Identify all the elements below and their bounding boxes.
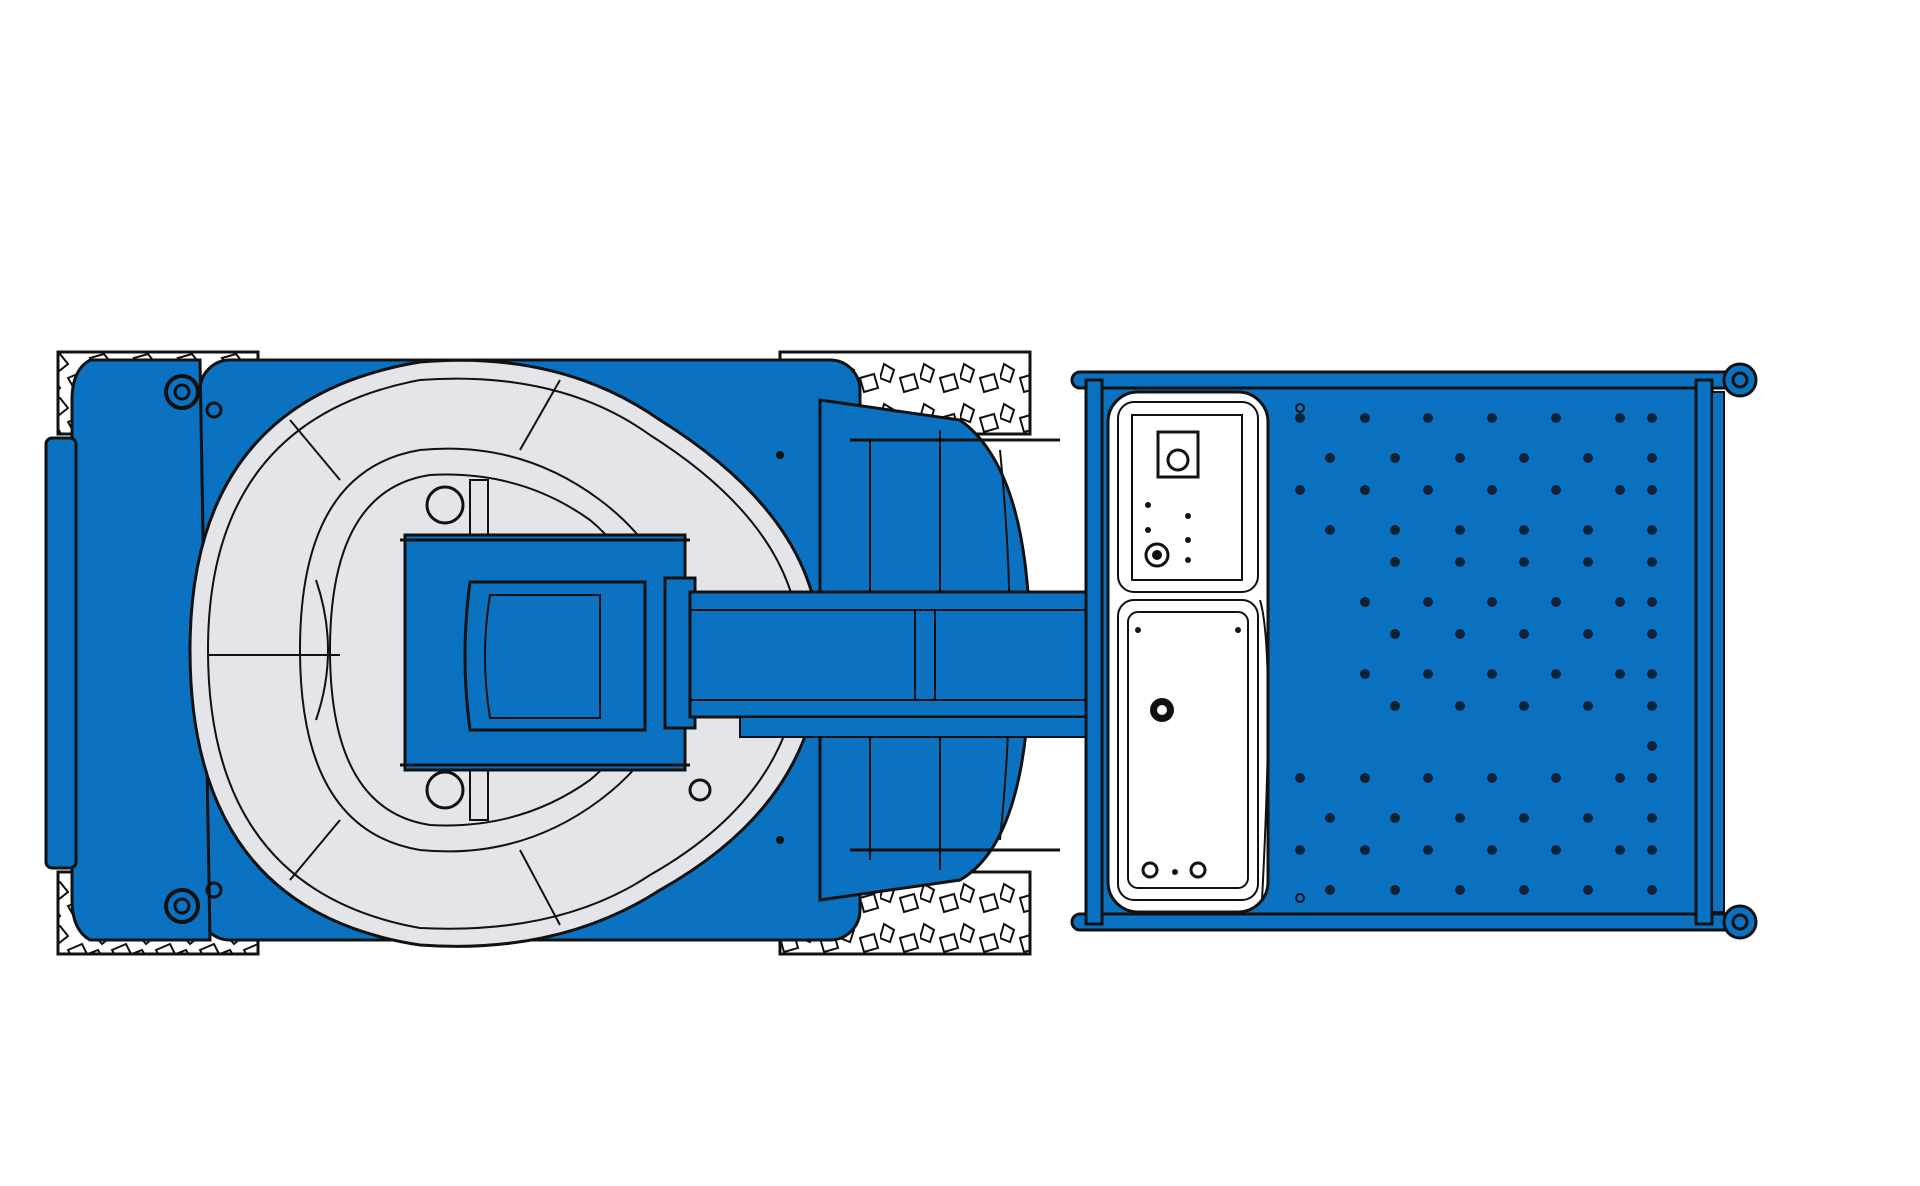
floor-hole bbox=[1519, 885, 1529, 895]
floor-hole bbox=[1647, 885, 1657, 895]
pivot-icon bbox=[425, 485, 465, 525]
floor-hole bbox=[1647, 813, 1657, 823]
floor-hole bbox=[1455, 813, 1465, 823]
floor-hole bbox=[1615, 597, 1625, 607]
floor-hole bbox=[1390, 885, 1400, 895]
floor-hole bbox=[1615, 773, 1625, 783]
floor-hole bbox=[1615, 413, 1625, 423]
floor-hole bbox=[1647, 845, 1657, 855]
floor-hole bbox=[1295, 845, 1305, 855]
floor-perforations bbox=[1295, 413, 1657, 895]
floor-hole bbox=[1360, 845, 1370, 855]
floor-hole bbox=[1295, 485, 1305, 495]
pivot-icon bbox=[425, 770, 465, 810]
floor-hole bbox=[1325, 525, 1335, 535]
floor-hole bbox=[1647, 629, 1657, 639]
floor-hole bbox=[1360, 597, 1370, 607]
floor-hole bbox=[1519, 629, 1529, 639]
floor-hole bbox=[1455, 525, 1465, 535]
floor-hole bbox=[1423, 485, 1433, 495]
floor-hole bbox=[1551, 413, 1561, 423]
floor-hole bbox=[1455, 701, 1465, 711]
floor-hole bbox=[1390, 557, 1400, 567]
floor-hole bbox=[1423, 773, 1433, 783]
lift-point-icon bbox=[164, 888, 200, 924]
floor-hole bbox=[1615, 485, 1625, 495]
floor-hole bbox=[1487, 413, 1497, 423]
lift-point-icon bbox=[164, 374, 200, 410]
floor-hole bbox=[1615, 845, 1625, 855]
floor-hole bbox=[1647, 557, 1657, 567]
rear-counterweight bbox=[44, 358, 223, 942]
floor-hole bbox=[1455, 557, 1465, 567]
floor-hole bbox=[1583, 813, 1593, 823]
floor-hole bbox=[1487, 773, 1497, 783]
floor-hole bbox=[1455, 629, 1465, 639]
floor-hole bbox=[1583, 885, 1593, 895]
floor-hole bbox=[1519, 557, 1529, 567]
floor-hole bbox=[1390, 629, 1400, 639]
floor-hole bbox=[1551, 773, 1561, 783]
floor-hole bbox=[1519, 453, 1529, 463]
floor-hole bbox=[1325, 813, 1335, 823]
control-box bbox=[1106, 390, 1270, 914]
floor-hole bbox=[1615, 669, 1625, 679]
floor-hole bbox=[1295, 413, 1305, 423]
floor-hole bbox=[1647, 701, 1657, 711]
platform bbox=[1070, 362, 1758, 940]
floor-hole bbox=[1647, 413, 1657, 423]
floor-hole bbox=[1519, 813, 1529, 823]
floor-hole bbox=[1583, 525, 1593, 535]
floor-hole bbox=[1390, 525, 1400, 535]
floor-hole bbox=[1583, 453, 1593, 463]
floor-hole bbox=[1647, 741, 1657, 751]
floor-hole bbox=[1423, 413, 1433, 423]
floor-hole bbox=[1583, 701, 1593, 711]
boom-arm bbox=[688, 590, 1102, 719]
floor-hole bbox=[1325, 885, 1335, 895]
floor-hole bbox=[1487, 845, 1497, 855]
floor-hole bbox=[1360, 669, 1370, 679]
floor-hole bbox=[1455, 885, 1465, 895]
floor-hole bbox=[1390, 453, 1400, 463]
floor-hole bbox=[1360, 773, 1370, 783]
floor-hole bbox=[1647, 669, 1657, 679]
jib-boom bbox=[400, 533, 1102, 802]
floor-hole bbox=[1647, 525, 1657, 535]
floor-hole bbox=[1583, 557, 1593, 567]
floor-hole bbox=[1647, 485, 1657, 495]
platform-rails bbox=[1070, 362, 1758, 940]
floor-hole bbox=[1423, 845, 1433, 855]
floor-hole bbox=[1360, 413, 1370, 423]
floor-hole bbox=[1647, 773, 1657, 783]
floor-hole bbox=[1551, 669, 1561, 679]
floor-hole bbox=[1423, 669, 1433, 679]
floor-hole bbox=[1487, 485, 1497, 495]
floor-hole bbox=[1551, 845, 1561, 855]
floor-hole bbox=[1519, 701, 1529, 711]
rail-corner-icon bbox=[1722, 362, 1758, 398]
rail-corner-icon bbox=[1722, 904, 1758, 940]
floor-hole bbox=[1647, 597, 1657, 607]
floor-hole bbox=[1519, 525, 1529, 535]
floor-hole bbox=[1647, 453, 1657, 463]
floor-hole bbox=[1583, 629, 1593, 639]
floor-hole bbox=[1551, 485, 1561, 495]
floor-hole bbox=[1390, 813, 1400, 823]
floor-hole bbox=[1455, 453, 1465, 463]
floor-hole bbox=[1487, 669, 1497, 679]
floor-hole bbox=[1487, 597, 1497, 607]
floor-hole bbox=[1423, 597, 1433, 607]
floor-hole bbox=[1551, 597, 1561, 607]
floor-hole bbox=[1325, 453, 1335, 463]
floor-hole bbox=[1390, 701, 1400, 711]
floor-hole bbox=[1360, 485, 1370, 495]
floor-hole bbox=[1295, 773, 1305, 783]
